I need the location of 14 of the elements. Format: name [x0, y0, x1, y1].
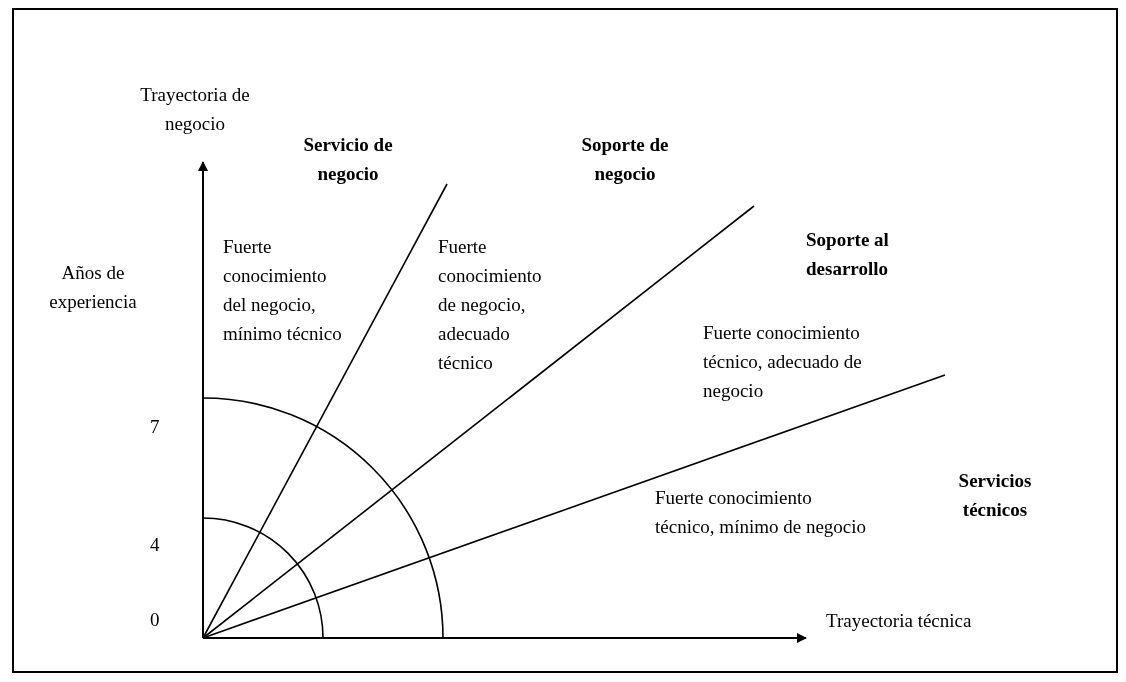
region-title: Servicios técnicos [957, 469, 1033, 522]
tick-label: 7 [150, 415, 161, 439]
tick-label: 0 [150, 608, 161, 632]
region-description: Fuerte conocimiento técnico, adecuado de negocio [703, 321, 863, 403]
region-description: Fuerte conocimiento del negocio, mínimo técnico [223, 235, 343, 346]
tick-label: 4 [150, 533, 161, 557]
region-title: Soporte al desarrollo [806, 228, 890, 281]
region-description: Fuerte conocimiento de negocio, adecuado técnico [438, 235, 543, 375]
region-description: Fuerte conocimiento técnico, mínimo de negocio [655, 486, 868, 539]
axis-title: Años de experiencia [48, 261, 138, 314]
axis-title: Trayectoria técnica [826, 609, 973, 633]
region-title: Soporte de negocio [580, 133, 670, 186]
axis-title: Trayectoria de negocio [139, 83, 251, 136]
region-title: Servicio de negocio [302, 133, 394, 186]
